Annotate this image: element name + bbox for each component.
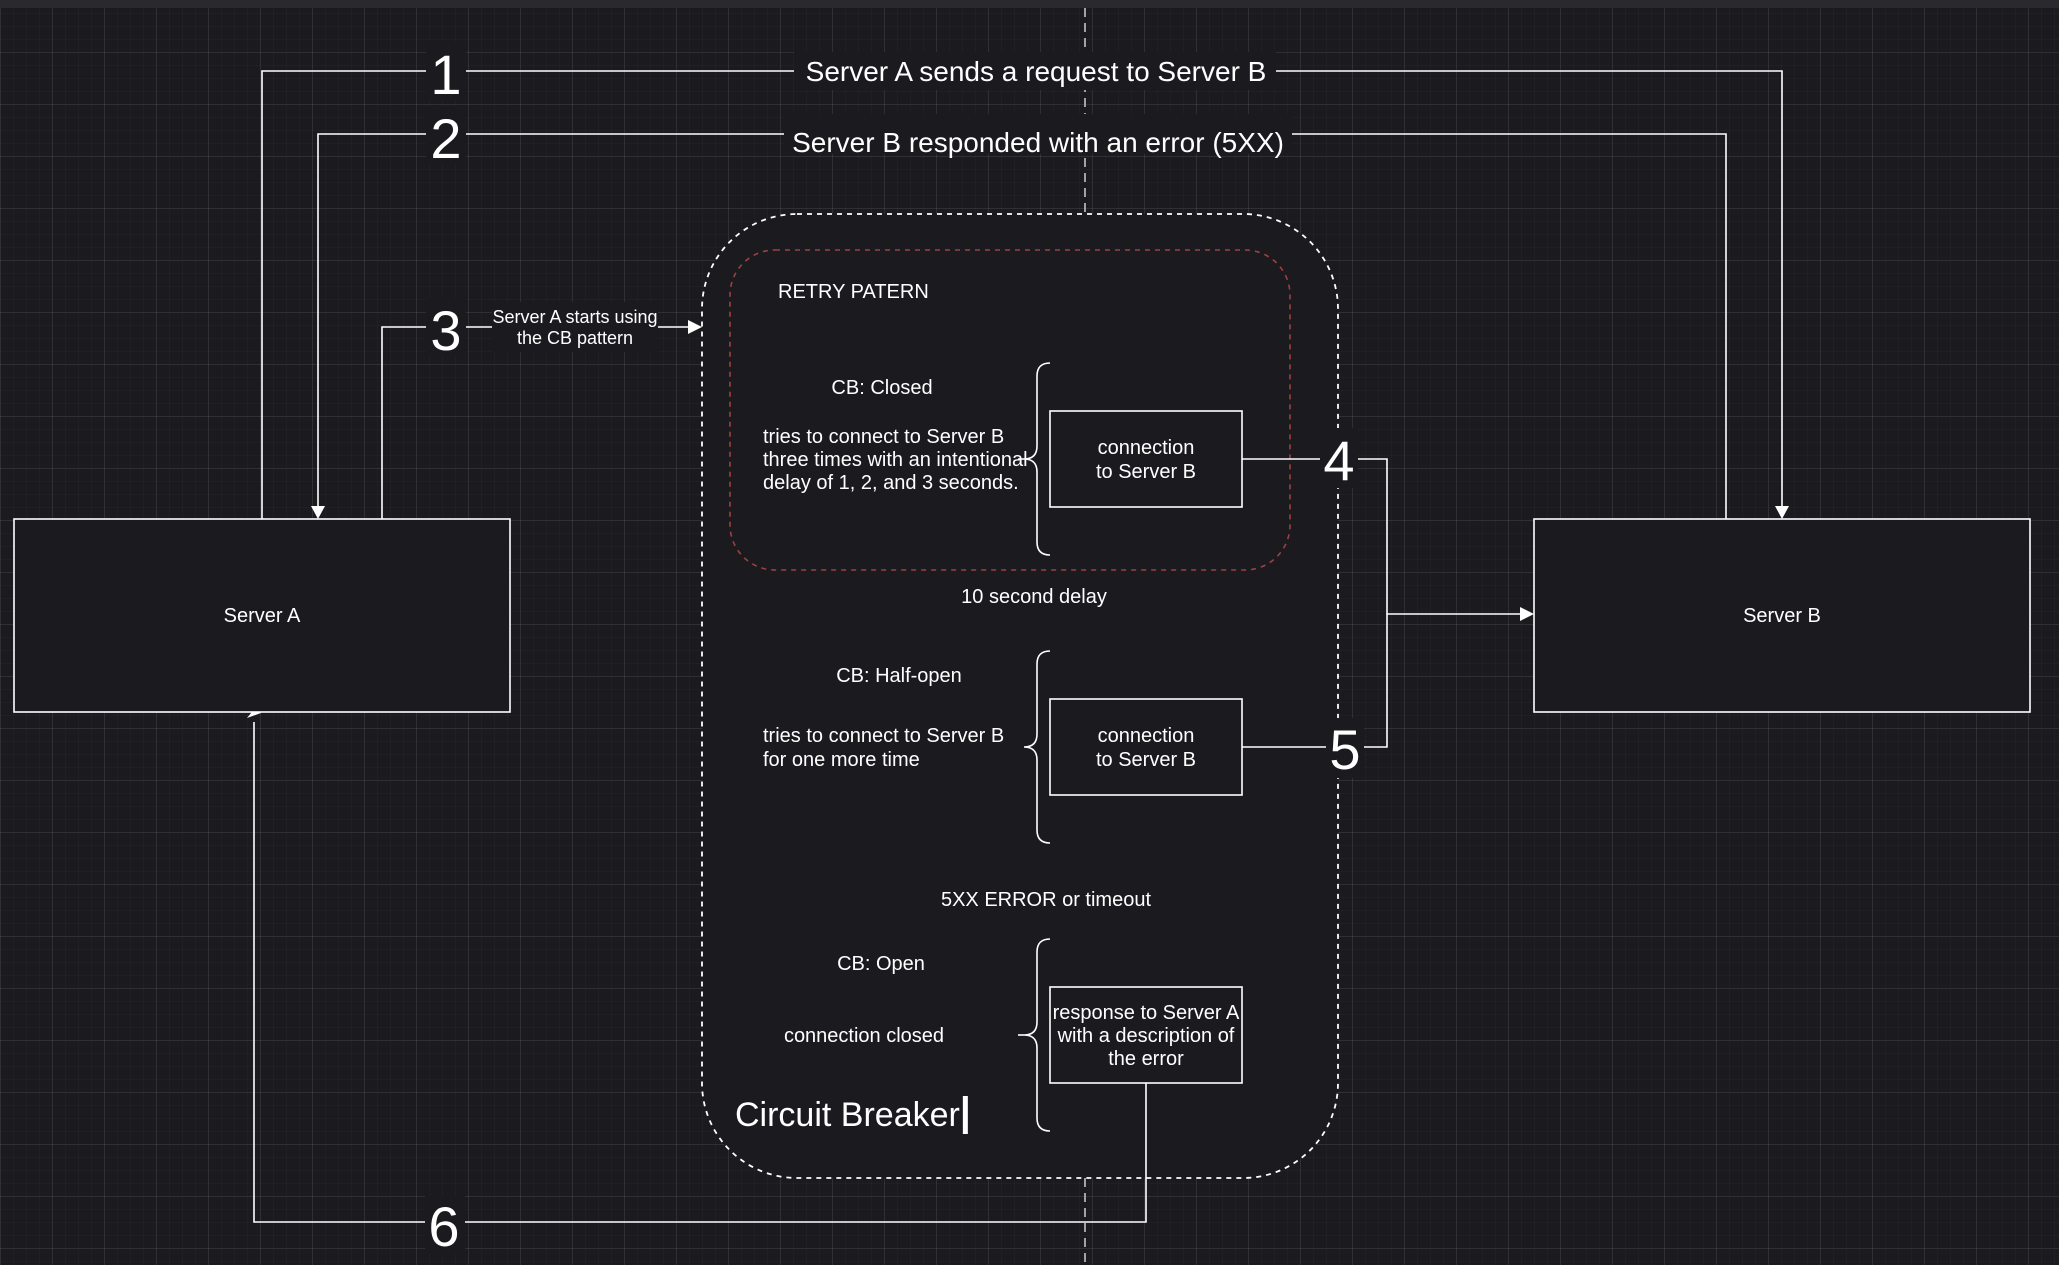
cb-open-box-line-2: with a description of [1057, 1025, 1235, 1047]
connector-step-6 [253, 722, 1147, 1223]
step-4-number: 4 [1323, 429, 1354, 492]
step-2-number: 2 [430, 107, 461, 170]
cb-closed-desc-line-3: delay of 1, 2, and 3 seconds. [763, 472, 1019, 494]
cb-closed-desc-line-2: three times with an intentional [763, 449, 1028, 471]
server-a-label: Server A [224, 605, 301, 627]
step-1-label: Server A sends a request to Server B [806, 56, 1267, 87]
step-2-label: Server B responded with an error (5XX) [792, 127, 1284, 158]
server-a-node[interactable]: Server A [13, 518, 511, 713]
text-caret [962, 1096, 968, 1134]
arrowhead-to-server-b [1520, 607, 1534, 621]
error-label: 5XX ERROR or timeout [941, 889, 1152, 911]
server-b-label: Server B [1743, 605, 1821, 627]
step-3-number: 3 [430, 299, 461, 362]
cb-half-open-section: CB: Half-open tries to connect to Server… [763, 650, 1243, 844]
cb-open-state: CB: Open [837, 953, 925, 975]
cb-closed-state: CB: Closed [831, 377, 932, 399]
cb-half-open-desc-line-2: for one more time [763, 749, 920, 771]
cb-half-open-brace [1023, 650, 1051, 844]
cb-open-desc-line-1: connection closed [784, 1025, 944, 1047]
cb-closed-box-line-1: connection [1098, 437, 1195, 459]
arrowhead-step-3 [688, 320, 702, 334]
cb-open-box-line-1: response to Server A [1053, 1002, 1240, 1024]
cb-half-open-state: CB: Half-open [836, 665, 962, 687]
step-3-label-line-2: the CB pattern [517, 328, 633, 348]
cb-half-open-desc-line-1: tries to connect to Server B [763, 725, 1004, 747]
arrowhead-step-1 [1775, 506, 1789, 519]
cb-closed-section: CB: Closed tries to connect to Server B … [763, 362, 1243, 556]
step-3-label-line-1: Server A starts using [492, 307, 657, 327]
step-5-number: 5 [1329, 718, 1360, 781]
canvas-top-bar [0, 0, 2059, 8]
connector-step-4 [1242, 458, 1522, 615]
retry-pattern-title: RETRY PATERN [778, 281, 929, 303]
server-b-node[interactable]: Server B [1533, 518, 2031, 713]
cb-half-open-box-line-1: connection [1098, 725, 1195, 747]
cb-half-open-connection-box[interactable]: connection to Server B [1049, 698, 1243, 796]
cb-closed-desc-line-1: tries to connect to Server B [763, 426, 1004, 448]
step-6-number: 6 [428, 1195, 459, 1258]
cb-open-response-box[interactable]: response to Server A with a description … [1049, 986, 1243, 1084]
cb-half-open-box-line-2: to Server B [1096, 749, 1196, 771]
step-1-number: 1 [430, 43, 461, 106]
cb-closed-box-line-2: to Server B [1096, 461, 1196, 483]
delay-label: 10 second delay [961, 586, 1107, 608]
circuit-breaker-title[interactable]: Circuit Breaker [735, 1096, 960, 1134]
connector-step-5 [1242, 614, 1388, 748]
cb-closed-connection-box[interactable]: connection to Server B [1049, 410, 1243, 508]
arrowhead-step-2 [311, 506, 325, 519]
cb-open-box-line-3: the error [1108, 1048, 1184, 1070]
circuit-breaker-title-editor[interactable]: Circuit Breaker [735, 1096, 968, 1134]
retry-pattern-container[interactable] [729, 249, 1291, 571]
cb-open-section: CB: Open connection closed response to S… [784, 938, 1243, 1132]
